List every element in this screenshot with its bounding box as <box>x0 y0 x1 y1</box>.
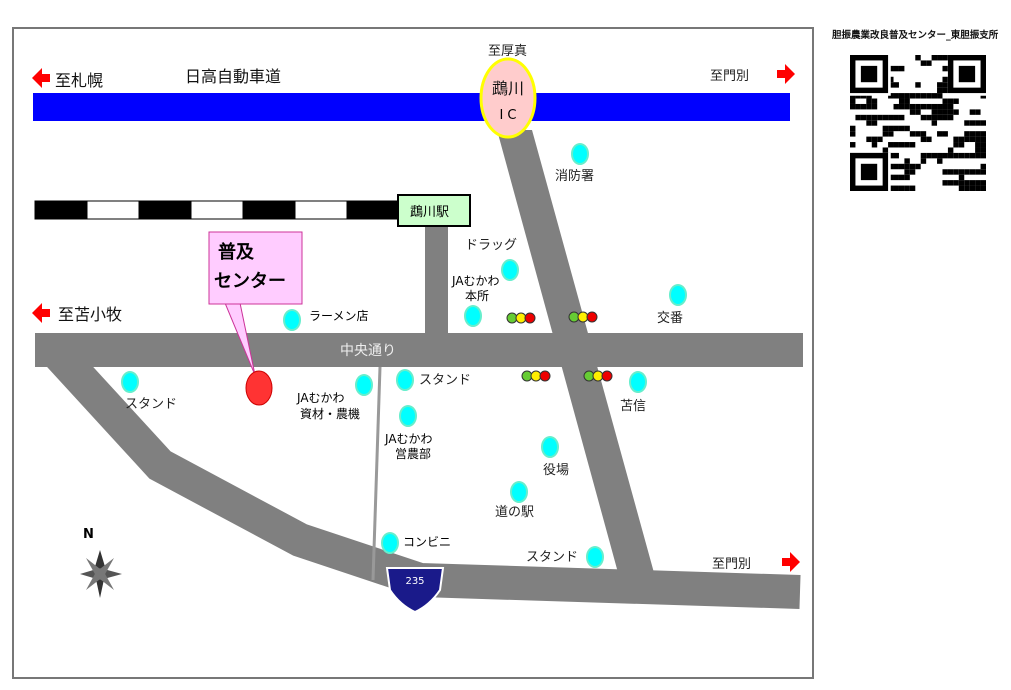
center-label-1: 普及 <box>218 241 255 263</box>
poi-label-fire: 消防署 <box>555 168 594 184</box>
railway <box>34 200 400 220</box>
poi-marker-icon <box>669 284 687 306</box>
to-tomakomai-label: 至苫小牧 <box>58 305 122 324</box>
rail-segment <box>86 200 140 220</box>
station-box <box>397 194 471 227</box>
center-location-marker <box>245 370 273 406</box>
poi-marker-icon <box>541 436 559 458</box>
poi-marker-icon <box>396 369 414 391</box>
poi-label-ramen: ラーメン店 <box>309 309 369 323</box>
to-monbetsu-bottom-label: 至門別 <box>712 557 751 572</box>
poi-marker-icon <box>355 374 373 396</box>
poi-marker-icon <box>121 371 139 393</box>
north-label: N <box>83 527 94 542</box>
side-street <box>371 366 382 581</box>
poi-label-ja-shizai: JAむかわ <box>296 391 345 405</box>
to-monbetsu-top-label: 至門別 <box>710 69 749 84</box>
rail-segment <box>346 200 400 220</box>
qr-code-icon[interactable] <box>850 55 986 191</box>
qr-title: 胆振農業改良普及センター_東胆振支所 <box>832 30 999 41</box>
station-road <box>425 226 448 333</box>
arrow-left-icon <box>32 303 50 323</box>
rail-segment <box>138 200 192 220</box>
route-235-road <box>37 333 801 609</box>
poi-label-post: 苫信 <box>620 398 646 414</box>
center-callout <box>208 231 303 305</box>
rail-segment <box>34 200 88 220</box>
arrow-right-icon <box>777 64 795 84</box>
rail-segment <box>190 200 244 220</box>
poi-label-stand-mid: スタンド <box>419 373 471 388</box>
poi-marker-icon <box>586 546 604 568</box>
poi-label-stand-left: スタンド <box>125 397 177 412</box>
poi-label-stand-right: スタンド <box>526 550 578 565</box>
traffic-lights <box>506 311 613 382</box>
poi-label-town-hall: 役場 <box>543 463 569 478</box>
poi-marker-icon <box>510 481 528 503</box>
station-label: 鵡川駅 <box>410 205 449 220</box>
ic-marker <box>479 57 537 139</box>
poi-label-michinoeki: 道の駅 <box>495 505 534 520</box>
route-shield-icon <box>385 567 445 614</box>
poi-marker-icon <box>381 532 399 554</box>
traffic-light-icon <box>539 370 551 382</box>
highway-label: 日高自動車道 <box>185 67 281 86</box>
poi-label-ja-eino-2: 営農部 <box>395 446 431 461</box>
poi-label-ja-eino: JAむかわ <box>384 432 433 446</box>
poi-marker-icon <box>283 309 301 331</box>
to-sapporo-label: 至札幌 <box>55 71 103 90</box>
poi-label-drug: ドラッグ <box>465 238 517 253</box>
main-street-label: 中央通り <box>340 343 396 359</box>
rail-segment <box>242 200 296 220</box>
to-atsuma-label: 至厚真 <box>488 44 527 59</box>
poi-label-ja-hq-2: 本所 <box>465 289 489 303</box>
poi-label-convenience: コンビニ <box>403 535 451 549</box>
ic-label-2: I C <box>499 108 516 123</box>
rail-segment <box>294 200 348 220</box>
ic-label: 鵡川 <box>492 79 524 98</box>
traffic-light-icon <box>524 312 536 324</box>
poi-marker-icon <box>464 305 482 327</box>
poi-label-ja-hq: JAむかわ <box>451 274 500 288</box>
arrow-left-icon <box>32 68 50 88</box>
poi-label-ja-shizai-2: 資材・農機 <box>300 406 360 421</box>
traffic-light-icon <box>601 370 613 382</box>
poi-marker-icon <box>571 143 589 165</box>
traffic-light-icon <box>586 311 598 323</box>
route-number: 235 <box>405 576 424 587</box>
center-label-2: センター <box>214 271 286 292</box>
north-compass-icon: N <box>80 527 122 598</box>
poi-marker-icon <box>629 371 647 393</box>
arrow-right-icon <box>782 552 800 572</box>
highway <box>33 93 790 121</box>
poi-label-koban: 交番 <box>657 310 683 326</box>
main-street <box>35 333 803 367</box>
poi-marker-icon <box>399 405 417 427</box>
poi-marker-icon <box>501 259 519 281</box>
